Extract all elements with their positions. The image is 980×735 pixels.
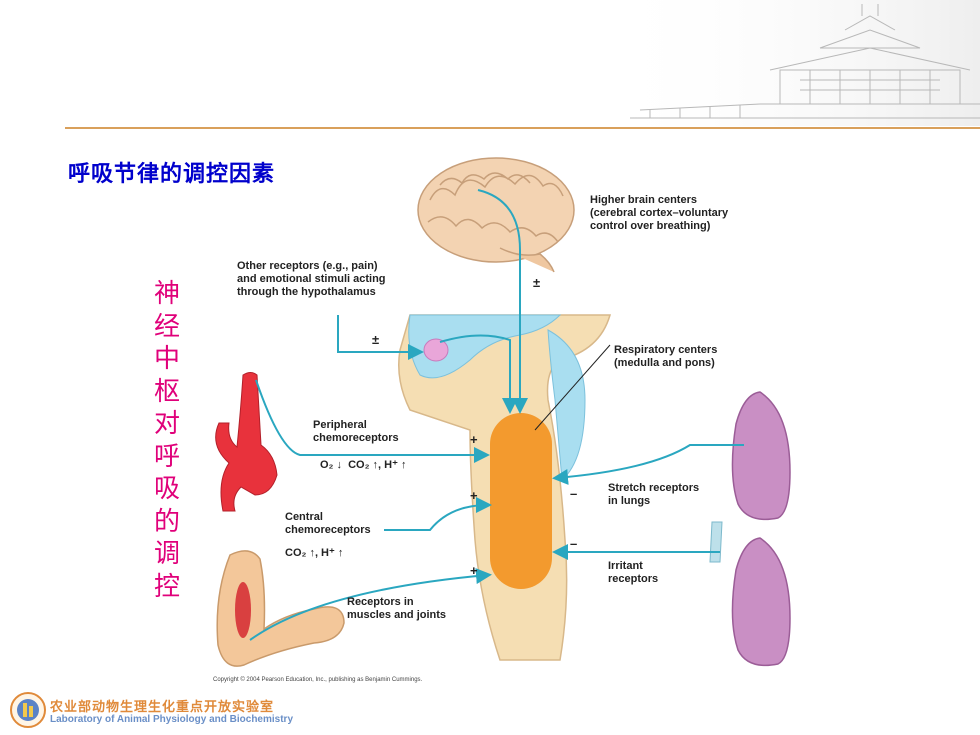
- brain: [417, 157, 575, 273]
- label-other-receptors: Other receptors (e.g., pain) and emotion…: [237, 260, 386, 298]
- label-stretch: Stretch receptors in lungs: [608, 482, 700, 507]
- sign-peripheral: +: [470, 432, 478, 447]
- header-divider: [65, 127, 980, 129]
- arm: [216, 550, 345, 667]
- label-higher-brain: Higher brain centers (cerebral cortex–vo…: [590, 194, 729, 232]
- label-respiratory-centers: Respiratory centers (medulla and pons): [614, 344, 718, 369]
- label-peripheral: Peripheral chemoreceptors: [313, 419, 399, 444]
- lab-logo-icon: [10, 692, 46, 728]
- signal-arrows: [249, 189, 744, 641]
- slide-title: 呼吸节律的调控因素: [68, 162, 276, 187]
- sign-stretch: –: [570, 486, 578, 501]
- sign-brain: ±: [533, 275, 541, 290]
- footer-cn: 农业部动物生理生化重点开放实验室: [50, 700, 275, 715]
- building-sketch: [600, 0, 980, 126]
- footer-en: Laboratory of Animal Physiology and Bioc…: [50, 714, 294, 725]
- label-central-stimuli: CO₂ ↑, H⁺ ↑: [285, 547, 344, 559]
- lungs: [709, 391, 791, 667]
- sign-muscles: +: [470, 563, 478, 578]
- label-muscles: Receptors in muscles and joints: [347, 596, 447, 621]
- label-central: Central chemoreceptors: [285, 511, 371, 536]
- label-irritant: Irritant receptors: [608, 560, 659, 585]
- respiratory-center: [490, 413, 552, 589]
- label-peripheral-stimuli: O₂ ↓ CO₂ ↑, H⁺ ↑: [320, 459, 407, 471]
- pointer-line: [534, 344, 611, 431]
- sign-irritant: –: [570, 536, 578, 551]
- copyright: Copyright © 2004 Pearson Education, Inc.…: [213, 677, 423, 683]
- vertical-title: 神经中枢对呼吸的调控: [153, 279, 180, 602]
- sign-hypothalamus: ±: [372, 332, 380, 347]
- artery: [215, 372, 278, 512]
- sign-central: +: [470, 488, 478, 503]
